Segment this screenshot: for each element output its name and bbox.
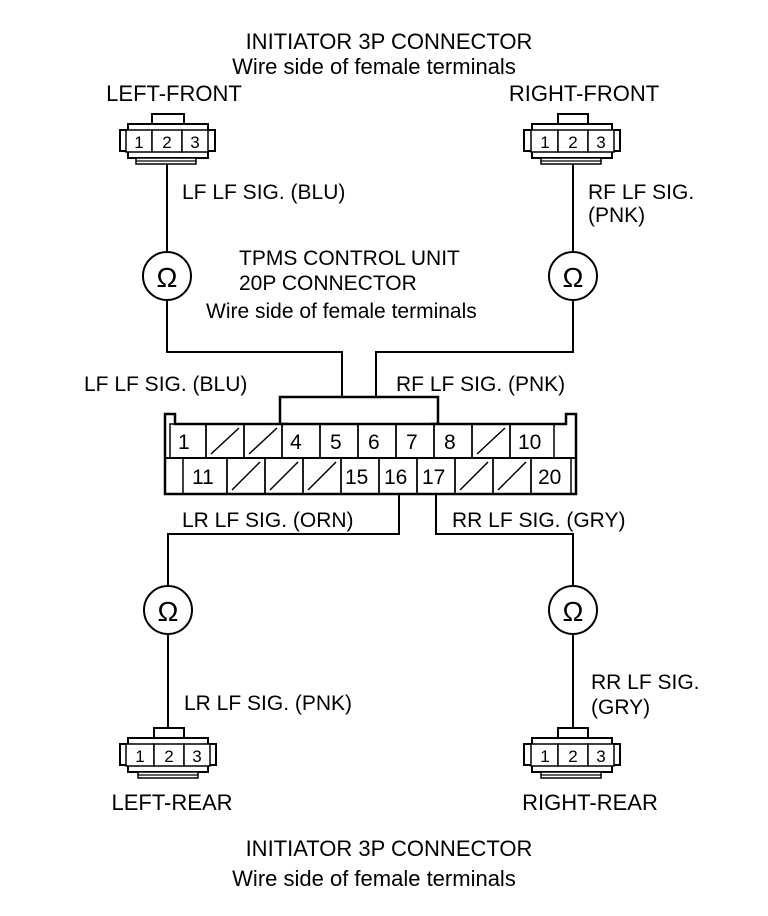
left-rear-pin-2: 2 xyxy=(164,747,173,766)
rf-upper-label-line2: (PNK) xyxy=(588,204,645,227)
rf-ohmmeter: Ω xyxy=(548,251,598,301)
right-front-pin-3: 3 xyxy=(596,133,605,152)
ecu-pin-10: 10 xyxy=(518,431,541,454)
ecu-pin-20: 20 xyxy=(538,466,561,489)
left-rear-pin-1: 1 xyxy=(135,747,144,766)
rf-wire-lower xyxy=(375,300,574,424)
ecu-title-line2: 20P CONNECTOR xyxy=(239,272,417,295)
lr-ohm-symbol: Ω xyxy=(158,596,179,627)
ecu-pin-15: 15 xyxy=(345,466,368,489)
left-rear-connector: 1 2 3 xyxy=(119,727,217,779)
ecu-pin-17: 17 xyxy=(422,466,445,489)
top-heading-subtitle: Wire side of female terminals xyxy=(232,54,516,79)
rf-lower-label: RF LF SIG. (PNK) xyxy=(396,373,565,396)
ecu-pin-11: 11 xyxy=(192,466,214,489)
lf-ohmmeter: Ω xyxy=(142,251,192,301)
lf-upper-label: LF LF SIG. (BLU) xyxy=(182,181,345,204)
ecu-pin-6: 6 xyxy=(368,431,380,454)
right-rear-connector: 1 2 3 xyxy=(523,727,621,779)
left-front-connector: 1 2 3 xyxy=(119,113,216,165)
bottom-heading-subtitle: Wire side of female terminals xyxy=(232,866,516,891)
rr-upper-label: RR LF SIG. (GRY) xyxy=(452,509,625,532)
rr-ohm-symbol: Ω xyxy=(563,596,584,627)
lf-ohm-symbol: Ω xyxy=(157,262,178,293)
right-rear-pin-3: 3 xyxy=(596,747,605,766)
ecu-title-line3: Wire side of female terminals xyxy=(206,300,477,323)
lf-wire-lower xyxy=(166,300,343,424)
lr-ohmmeter: Ω xyxy=(143,585,193,635)
rr-ohmmeter: Ω xyxy=(548,585,598,635)
right-front-pin-1: 1 xyxy=(540,133,549,152)
ecu-title-line1: TPMS CONTROL UNIT xyxy=(239,247,460,270)
ecu-pin-4: 4 xyxy=(290,431,302,454)
ecu-pin-16: 16 xyxy=(384,466,407,489)
top-heading-title: INITIATOR 3P CONNECTOR xyxy=(246,29,533,54)
right-rear-pin-2: 2 xyxy=(568,747,577,766)
left-front-pin-1: 1 xyxy=(134,133,143,152)
right-front-connector: 1 2 3 xyxy=(523,113,621,165)
bottom-heading-title: INITIATOR 3P CONNECTOR xyxy=(246,836,533,861)
rr-lower-label-line2: (GRY) xyxy=(591,696,650,719)
lr-wire-upper xyxy=(167,494,400,586)
right-rear-pin-1: 1 xyxy=(540,747,549,766)
right-front-title: RIGHT-FRONT xyxy=(509,81,659,106)
ecu-pin-8: 8 xyxy=(444,431,456,454)
rr-wire-upper xyxy=(435,494,574,586)
left-front-pin-3: 3 xyxy=(190,133,199,152)
left-front-title: LEFT-FRONT xyxy=(106,81,242,106)
rf-upper-label-line1: RF LF SIG. xyxy=(588,181,694,204)
right-rear-title: RIGHT-REAR xyxy=(522,790,658,815)
lf-lower-label: LF LF SIG. (BLU) xyxy=(84,373,247,396)
left-front-pin-2: 2 xyxy=(162,133,171,152)
ecu-pin-7: 7 xyxy=(406,431,418,454)
left-rear-title: LEFT-REAR xyxy=(111,790,232,815)
tpms-20p-connector: 1 4 5 6 7 8 10 11 15 16 17 20 xyxy=(163,395,578,496)
right-front-pin-2: 2 xyxy=(568,133,577,152)
left-rear-pin-3: 3 xyxy=(192,747,201,766)
rr-lower-label-line1: RR LF SIG. xyxy=(591,671,700,694)
lr-lower-label: LR LF SIG. (PNK) xyxy=(184,692,352,715)
ecu-pin-1: 1 xyxy=(178,431,190,454)
rf-ohm-symbol: Ω xyxy=(563,262,584,293)
ecu-pin-5: 5 xyxy=(330,431,342,454)
lr-upper-label: LR LF SIG. (ORN) xyxy=(182,509,354,532)
